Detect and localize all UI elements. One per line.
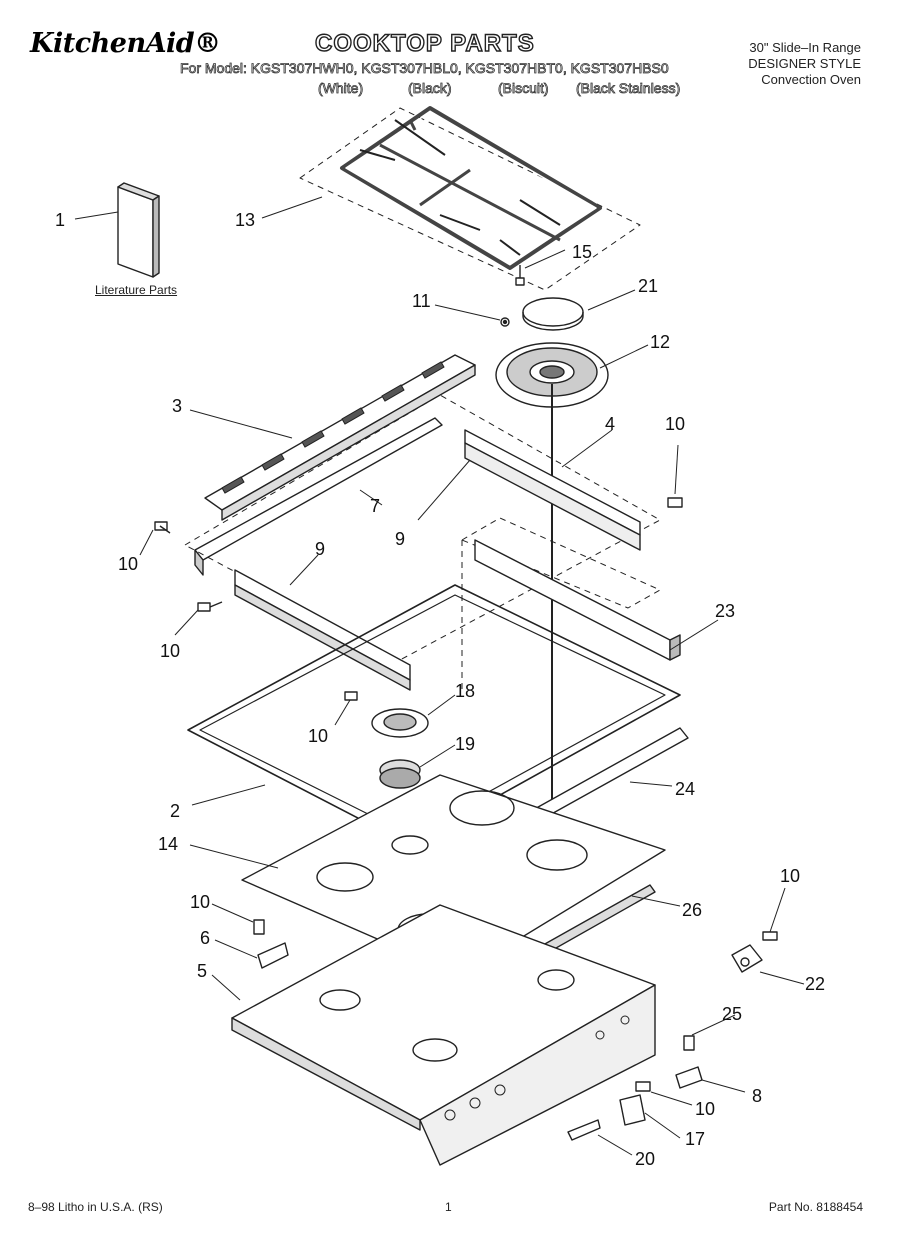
callout-4: 4 <box>605 414 615 434</box>
screw-10-b <box>197 601 223 612</box>
callout-1: 1 <box>55 210 65 230</box>
callout-7: 7 <box>370 496 380 516</box>
model-colors: (White) (Black) (Biscuit) (Black Stainle… <box>180 80 740 98</box>
callout-10-c: 10 <box>160 641 180 661</box>
callout-6: 6 <box>200 928 210 948</box>
callout-14: 14 <box>158 834 178 854</box>
callout-22: 22 <box>805 974 825 994</box>
clip-6 <box>257 942 289 969</box>
callout-labels: 1 13 15 21 11 12 3 4 10 7 9 10 9 10 23 1… <box>55 210 825 1169</box>
page-title: COOKTOP PARTS <box>314 29 535 57</box>
callout-19: 19 <box>455 734 475 754</box>
range-oven: Convection Oven <box>761 72 861 87</box>
range-type: 30" Slide–In Range <box>749 40 861 55</box>
screw-10-c <box>344 691 358 701</box>
callout-20: 20 <box>635 1149 655 1169</box>
footer-litho: 8–98 Litho in U.S.A. (RS) <box>28 1200 163 1214</box>
callout-9-a: 9 <box>395 529 405 549</box>
screw-10-d <box>667 497 683 508</box>
cooktop-pan <box>231 904 656 1166</box>
burner-spreader <box>379 759 421 789</box>
range-style: DESIGNER STYLE <box>748 56 861 71</box>
callout-18: 18 <box>455 681 475 701</box>
side-rail-right <box>464 429 641 551</box>
callout-10-a: 10 <box>665 414 685 434</box>
rear-bracket <box>194 417 443 576</box>
grate <box>299 106 641 291</box>
side-rail-left <box>234 569 411 691</box>
color-biscuit: (Biscuit) <box>498 80 549 97</box>
callout-9-b: 9 <box>315 539 325 559</box>
callout-17: 17 <box>685 1129 705 1149</box>
callout-24: 24 <box>675 779 695 799</box>
callout-25: 25 <box>722 1004 742 1024</box>
grate-foot <box>515 265 525 286</box>
burner-base <box>371 708 429 738</box>
color-white: (White) <box>318 80 364 97</box>
screw-10-a <box>154 521 171 534</box>
callout-10-g: 10 <box>695 1099 715 1119</box>
screw-10-f <box>762 931 778 941</box>
callout-23: 23 <box>715 601 735 621</box>
callout-5: 5 <box>197 961 207 981</box>
callout-11: 11 <box>412 291 431 311</box>
part-number: Part No. 8188454 <box>768 1200 863 1214</box>
leader-lines <box>74 196 805 1156</box>
callout-13: 13 <box>235 210 255 230</box>
color-black-stainless: (Black Stainless) <box>576 80 681 97</box>
burner-cap-side <box>522 312 584 331</box>
callout-10-f: 10 <box>780 866 800 886</box>
callout-2: 2 <box>170 801 180 821</box>
callout-8: 8 <box>752 1086 762 1106</box>
callout-12: 12 <box>650 332 670 352</box>
igniter-17 <box>619 1094 646 1126</box>
page-number: 1 <box>445 1200 452 1214</box>
screw-11 <box>500 317 510 327</box>
screw-10-g <box>635 1081 651 1092</box>
callout-10-b: 10 <box>118 554 138 574</box>
range-description: 30" Slide–In Range DESIGNER STYLE Convec… <box>748 40 861 88</box>
callout-26: 26 <box>682 900 702 920</box>
model-list: For Model: KGST307HWH0, KGST307HBL0, KGS… <box>180 60 669 77</box>
vent-panel <box>204 354 476 521</box>
screw-25 <box>683 1035 695 1051</box>
callout-3: 3 <box>172 396 182 416</box>
literature-booklet <box>117 182 160 278</box>
callout-10-d: 10 <box>308 726 328 746</box>
burner-cap <box>522 297 584 327</box>
bracket-22 <box>731 944 763 973</box>
callout-15: 15 <box>572 242 592 262</box>
callout-21: 21 <box>638 276 658 296</box>
trim-bar-rear <box>474 539 681 661</box>
burner-head <box>495 342 609 408</box>
callout-10-e: 10 <box>190 892 210 912</box>
screw-10-e <box>253 919 265 935</box>
literature-parts-label: Literature Parts <box>95 283 178 297</box>
color-black: (Black) <box>408 80 452 97</box>
switch-8 <box>675 1066 703 1089</box>
brand-logo: KitchenAid® <box>30 28 221 59</box>
electrode-20 <box>567 1119 601 1141</box>
